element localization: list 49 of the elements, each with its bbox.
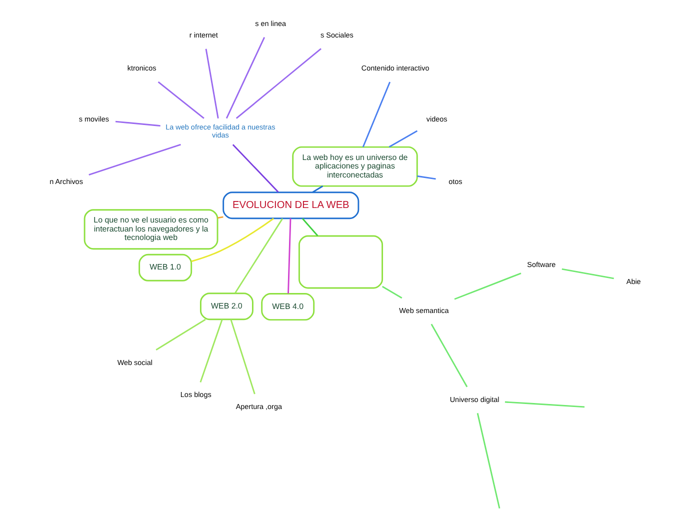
connector — [416, 175, 436, 180]
node-box: WEB 1.0 — [138, 254, 192, 282]
node-box — [298, 235, 383, 289]
connector — [114, 120, 160, 127]
node-text: r internet — [188, 30, 218, 40]
connector — [287, 218, 291, 294]
connector — [388, 130, 418, 148]
node-text: ktronicos — [126, 64, 156, 73]
connector — [234, 218, 283, 294]
connector — [430, 324, 468, 388]
node-text: Contenido interactivo — [360, 64, 429, 73]
connector — [230, 319, 255, 394]
node-text: videos — [426, 114, 447, 124]
connector — [232, 144, 278, 193]
node-box: WEB 2.0 — [199, 292, 253, 320]
node-text: Web semantica — [398, 306, 448, 315]
node-text: otos — [448, 176, 462, 186]
node-text: La web ofrece facilidad a nuestras vidas — [165, 122, 275, 140]
connector — [301, 218, 318, 236]
connector — [155, 318, 206, 350]
node-text: Software — [526, 260, 556, 270]
connector — [199, 319, 222, 382]
node-text: Universo digital — [449, 394, 499, 404]
node-text: Los blogs — [180, 390, 211, 400]
node-text: s en linea — [254, 18, 286, 28]
connector — [454, 272, 521, 300]
connector — [381, 286, 402, 299]
node-box: WEB 4.0 — [260, 293, 314, 321]
connector — [190, 218, 274, 262]
connector — [504, 401, 584, 408]
node-box: Lo que no ve el usuario es como interactuan los navegadores y la tecnologia web — [83, 209, 218, 250]
connector — [561, 268, 614, 280]
node-text: s Sociales — [320, 30, 353, 40]
node-text: Web social — [116, 358, 152, 367]
connector — [362, 82, 390, 148]
connector — [216, 216, 223, 219]
connector — [157, 81, 204, 119]
connector — [225, 36, 265, 119]
connector — [88, 144, 180, 176]
node-text: n Archivos — [49, 177, 82, 186]
node-box: La web hoy es un universo de aplicaciones y paginas interconectadas — [292, 146, 418, 187]
node-text: Abie — [626, 276, 640, 286]
node-box: EVOLUCION DE LA WEB — [222, 192, 359, 220]
connector — [204, 48, 218, 118]
connector — [235, 48, 321, 119]
connector — [312, 185, 323, 193]
connector — [476, 413, 500, 509]
node-text: Apertura ,orga — [235, 402, 282, 411]
node-text: s moviles — [78, 114, 109, 124]
